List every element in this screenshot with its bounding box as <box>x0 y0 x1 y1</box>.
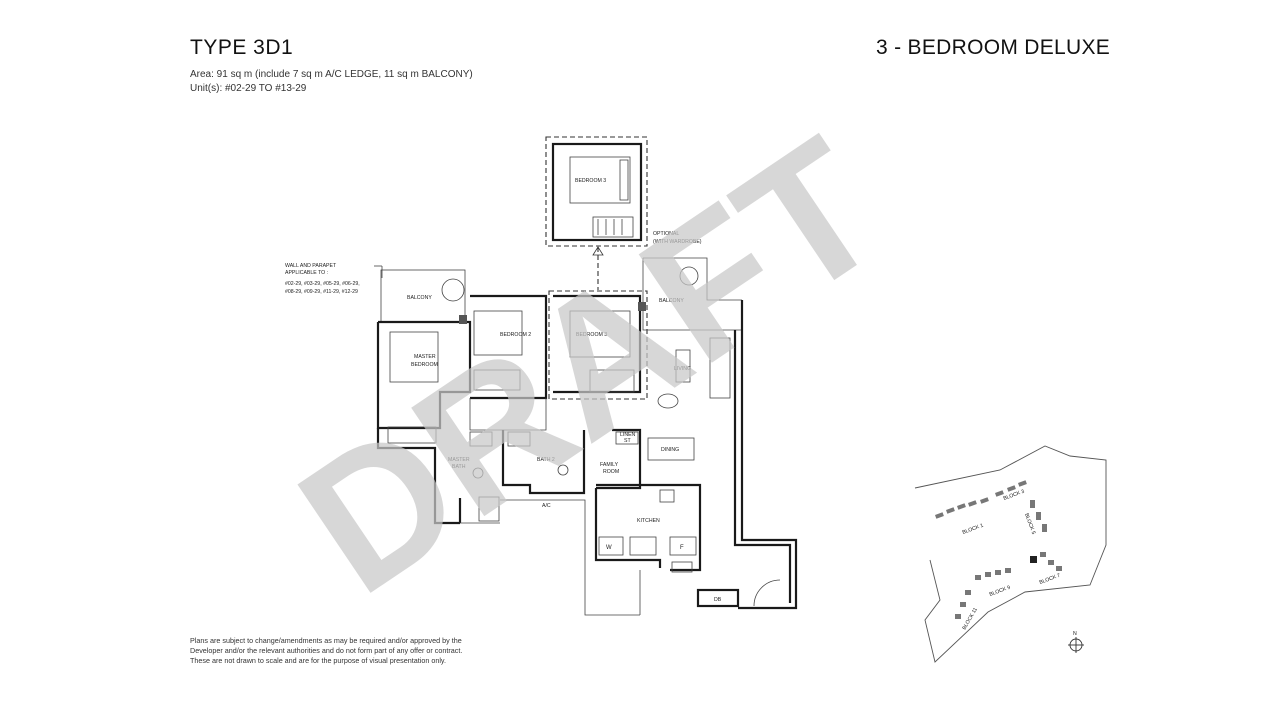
room-label-bedroom3-optional: BEDROOM 3 <box>575 178 606 184</box>
unit-location-marker <box>1030 556 1037 563</box>
north-label: N <box>1073 631 1077 637</box>
pillow-icon <box>619 159 629 201</box>
room-label-linen-line1: LINEN <box>620 432 636 438</box>
room-label-master-bath-line2: BATH <box>452 464 466 470</box>
room-label-family-room-line1: FAMILY <box>600 462 619 468</box>
toilet-icon <box>472 467 484 479</box>
disclaimer-line: Developer and/or the relevant authoritie… <box>190 646 463 655</box>
master-bed-icon <box>389 331 439 383</box>
wall-note-line: #02-29, #03-29, #05-29, #06-29, <box>285 281 360 287</box>
room-label-db: DB <box>714 597 722 603</box>
site-label-block11: BLOCK 11 <box>962 607 979 631</box>
room-label-kitchen: KITCHEN <box>637 518 660 524</box>
coffee-table-icon <box>675 349 691 383</box>
room-label-linen-line2: ST <box>624 438 631 444</box>
site-label-block5: BLOCK 5 <box>1023 513 1036 536</box>
linen-store-box <box>615 431 639 445</box>
bed-icon <box>569 310 631 358</box>
optional-bedroom-walls <box>551 142 643 242</box>
site-label-block1: BLOCK 1 <box>962 523 985 536</box>
sofa-icon <box>709 337 731 399</box>
dining-table-icon <box>647 437 695 461</box>
room-label-balcony-left: BALCONY <box>407 295 432 301</box>
room-label-living: LIVING <box>674 366 691 372</box>
room-label-washer: W <box>606 545 612 551</box>
room-label-bedroom3: BEDROOM 3 <box>576 332 607 338</box>
units-text: Unit(s): #02-29 TO #13-29 <box>190 83 307 94</box>
sink-icon <box>671 561 693 573</box>
disclaimer-line: Plans are subject to change/amendments a… <box>190 636 462 645</box>
room-label-family-room-line2: ROOM <box>603 469 619 475</box>
disclaimer-line: These are not drawn to scale and are for… <box>190 656 446 665</box>
disclaimer: Plans are subject to change/amendments a… <box>190 636 490 666</box>
room-label-bedroom2: BEDROOM 2 <box>500 332 531 338</box>
optional-bedroom-3: BEDROOM 3 OPTIONAL (WITH WARDROBE) <box>545 136 702 290</box>
area-text: Area: 91 sq m (include 7 sq m A/C LEDGE,… <box>190 69 473 80</box>
chair-icon <box>679 266 699 286</box>
db-cabinet <box>696 588 740 608</box>
armchair-icon <box>657 393 679 409</box>
unit-type-title: TYPE 3D1 <box>190 36 294 59</box>
room-label-balcony-right: BALCONY <box>659 298 684 304</box>
optional-bedroom-outline <box>545 136 648 247</box>
chair-icon <box>441 278 465 302</box>
site-plan: BLOCK 1 BLOCK 3 BLOCK 5 BLOCK 7 BLOCK 9 … <box>914 445 1107 663</box>
unit-walls <box>376 257 798 616</box>
bed-icon <box>473 310 523 356</box>
stove-icon <box>629 536 657 556</box>
optional-note-line2: (WITH WARDROBE) <box>653 239 702 245</box>
room-labels: BALCONY BALCONY BEDROOM 2 BEDROOM 3 MAST… <box>407 295 722 603</box>
shower-icon <box>507 431 531 447</box>
site-boundary <box>914 445 1107 663</box>
furniture <box>387 266 781 607</box>
bed-icon <box>569 156 631 204</box>
bedroom3-dashed-outline <box>548 290 648 400</box>
wardrobe-icon <box>589 369 635 393</box>
optional-note-line1: OPTIONAL <box>653 231 679 237</box>
column-icon <box>459 315 467 324</box>
wardrobe-icon <box>592 216 634 238</box>
toilet-icon <box>557 464 569 476</box>
site-label-block7: BLOCK 7 <box>1039 573 1062 586</box>
room-label-bath2: BATH 2 <box>537 457 555 463</box>
wall-parapet-note: WALL AND PARAPET APPLICABLE TO : #02-29,… <box>285 263 383 295</box>
site-label-block3: BLOCK 3 <box>1003 489 1026 502</box>
room-label-master-bedroom-line1: MASTER <box>414 354 436 360</box>
fridge-box <box>669 536 697 556</box>
site-label-block9: BLOCK 9 <box>989 585 1012 598</box>
wall-note-line: APPLICABLE TO : <box>285 270 328 276</box>
door-swing-icon <box>753 579 781 607</box>
wardrobe-icon <box>387 426 437 444</box>
washer-box <box>598 536 624 556</box>
room-label-master-bath-line1: MASTER <box>448 457 470 463</box>
kitchen-counter-icon <box>659 489 675 503</box>
column-icon <box>638 302 646 311</box>
wall-note-line: #08-29, #09-29, #11-29, #12-29 <box>285 289 358 295</box>
wall-note-line: WALL AND PARAPET <box>285 263 337 269</box>
plan-category-title: 3 - BEDROOM DELUXE <box>876 36 1111 59</box>
arrow-head-icon <box>592 246 604 256</box>
wardrobe-icon <box>473 369 521 391</box>
room-label-ac: A/C <box>542 503 551 509</box>
room-label-master-bedroom-line2: BEDROOM <box>411 362 438 368</box>
shower-icon <box>478 496 500 522</box>
room-label-fridge: F <box>680 545 684 551</box>
shower-icon <box>469 431 493 447</box>
room-label-dining: DINING <box>661 447 679 453</box>
